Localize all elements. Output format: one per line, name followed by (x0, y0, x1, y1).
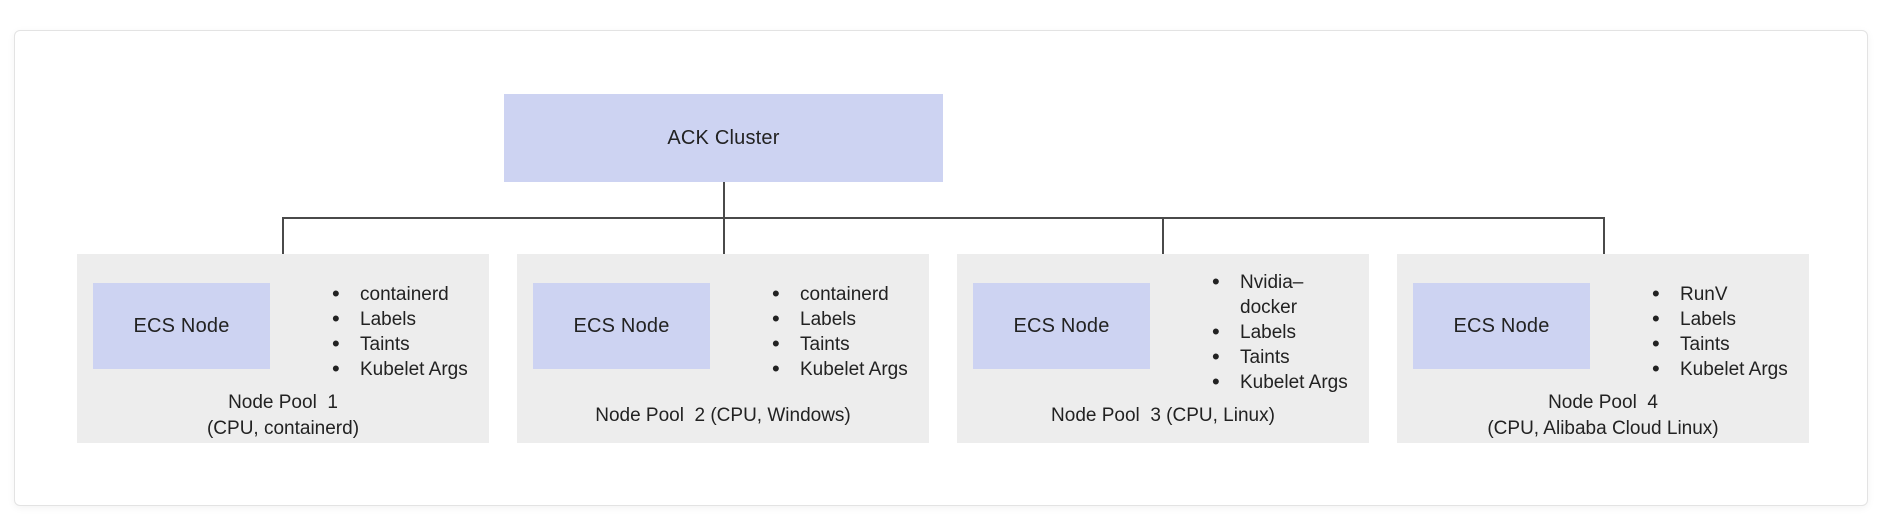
node-pool-card-2: ECS Node containerd Labels Taints Kubele… (517, 254, 929, 443)
ecs-node-label: ECS Node (1453, 314, 1550, 337)
connector-horizontal (282, 217, 1605, 219)
feature-list: RunV Labels Taints Kubelet Args (1652, 281, 1788, 382)
feature-item: Taints (772, 331, 908, 357)
pool-caption: Node Pool 3 (CPU, Linux) (1051, 405, 1275, 426)
node-pool-card-1: ECS Node containerd Labels Taints Kubele… (77, 254, 489, 443)
feature-item: Taints (332, 331, 468, 357)
feature-item: Taints (1212, 344, 1355, 370)
feature-item: Kubelet Args (1212, 369, 1355, 395)
pool-caption: Node Pool 4 (CPU, Alibaba Cloud Linux) (1487, 392, 1719, 439)
connector-drop-4 (1603, 217, 1605, 255)
ecs-node-box: ECS Node (1413, 283, 1590, 369)
feature-list-wrap: Nvidia–docker Labels Taints Kubelet Args (1212, 262, 1355, 402)
pool-caption: Node Pool 2 (CPU, Windows) (595, 405, 851, 426)
feature-item: containerd (772, 281, 908, 307)
feature-list-wrap: RunV Labels Taints Kubelet Args (1652, 262, 1795, 402)
feature-list: Nvidia–docker Labels Taints Kubelet Args (1212, 269, 1355, 395)
feature-list-wrap: containerd Labels Taints Kubelet Args (772, 262, 915, 402)
ack-cluster-box: ACK Cluster (504, 94, 943, 182)
feature-item: Kubelet Args (772, 356, 908, 382)
feature-item: Nvidia–docker (1212, 269, 1355, 320)
feature-item: RunV (1652, 281, 1788, 307)
feature-list-wrap: containerd Labels Taints Kubelet Args (332, 262, 475, 402)
node-pool-card-4: ECS Node RunV Labels Taints Kubelet Args… (1397, 254, 1809, 443)
feature-item: containerd (332, 281, 468, 307)
feature-item: Labels (1652, 306, 1788, 332)
feature-list: containerd Labels Taints Kubelet Args (772, 281, 908, 382)
ecs-node-box: ECS Node (93, 283, 270, 369)
node-pool-card-3: ECS Node Nvidia–docker Labels Taints Kub… (957, 254, 1369, 443)
ecs-node-box: ECS Node (973, 283, 1150, 369)
pool-caption: Node Pool 1 (CPU, containerd) (206, 392, 360, 439)
ecs-node-label: ECS Node (573, 314, 670, 337)
feature-item: Labels (332, 306, 468, 332)
ecs-node-box: ECS Node (533, 283, 710, 369)
ack-cluster-label: ACK Cluster (667, 126, 780, 149)
connector-drop-1 (282, 217, 284, 255)
ecs-node-label: ECS Node (133, 314, 230, 337)
feature-item: Labels (772, 306, 908, 332)
feature-item: Taints (1652, 331, 1788, 357)
connector-drop-3 (1162, 217, 1164, 255)
feature-item: Labels (1212, 319, 1355, 345)
feature-list: containerd Labels Taints Kubelet Args (332, 281, 468, 382)
feature-item: Kubelet Args (332, 356, 468, 382)
ecs-node-label: ECS Node (1013, 314, 1110, 337)
feature-item: Kubelet Args (1652, 356, 1788, 382)
